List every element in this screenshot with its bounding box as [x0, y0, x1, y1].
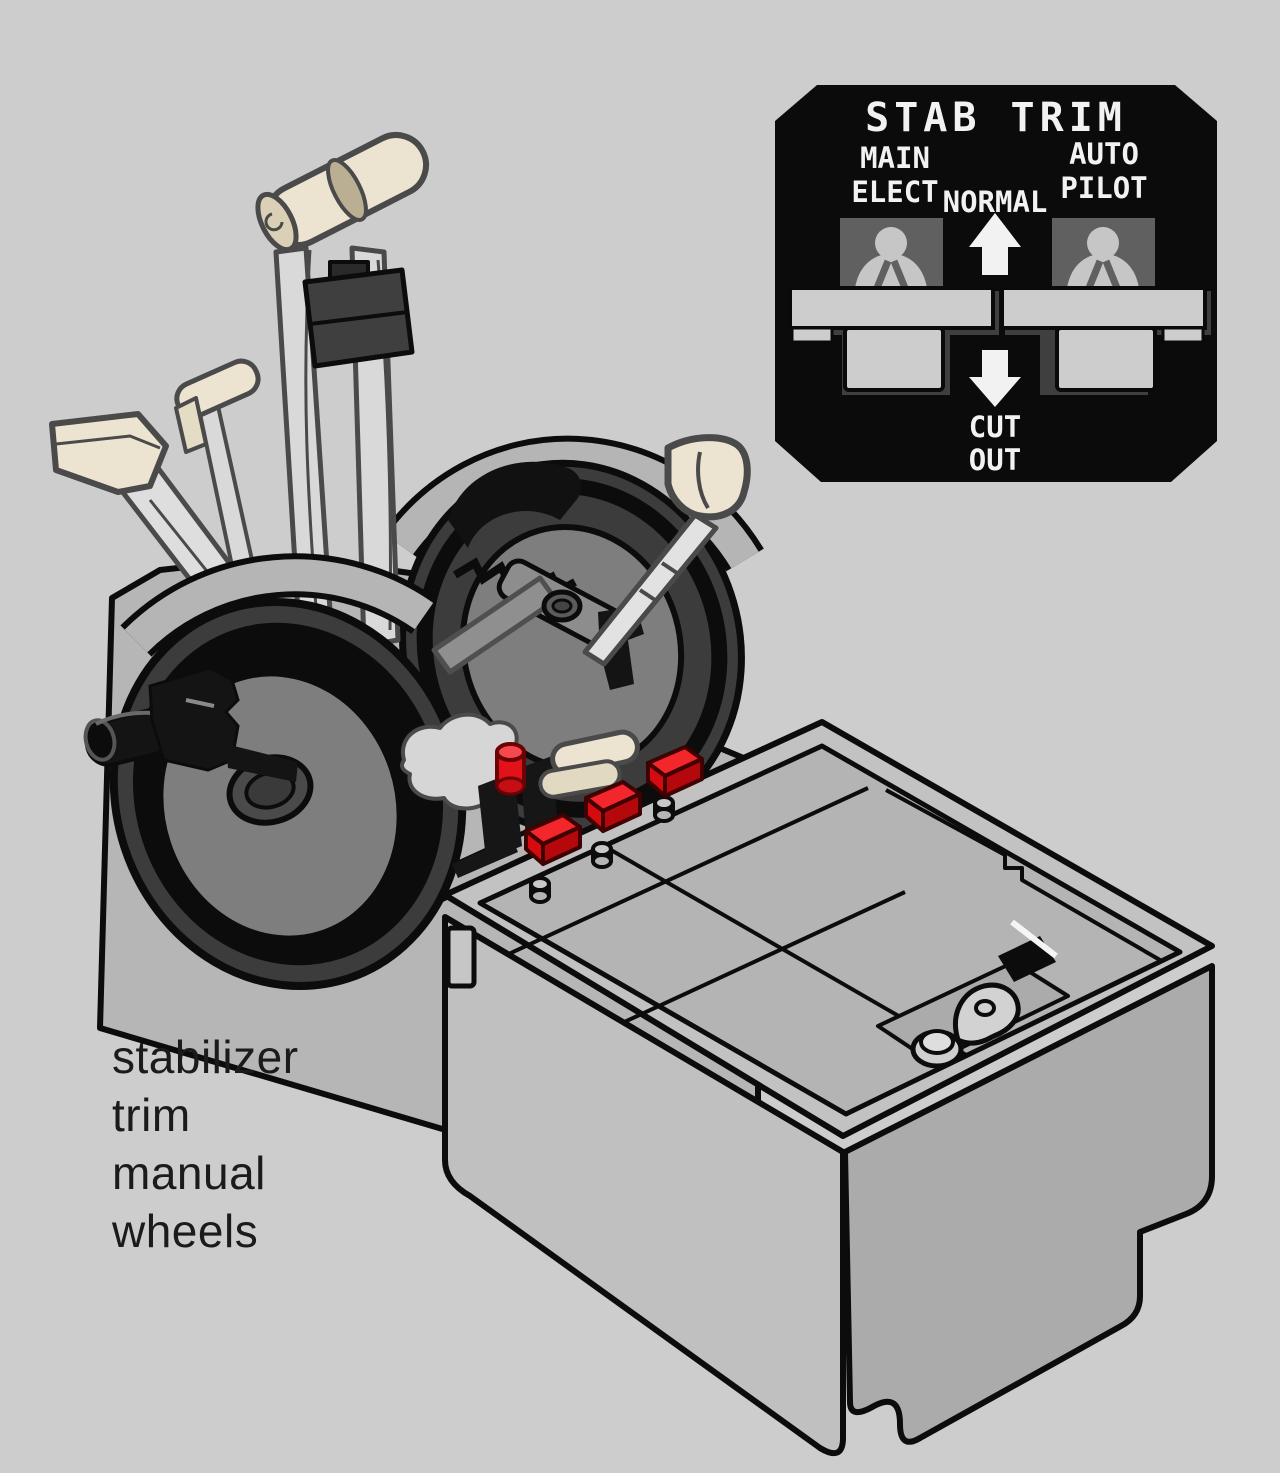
- main-elect-guard-tab: [843, 326, 945, 392]
- auto-pilot-switch-window: [1052, 218, 1155, 290]
- aft-panel-front-face: [442, 914, 846, 1457]
- thrust-lever-handle: [255, 132, 430, 253]
- normal-up-arrow-icon: [969, 213, 1021, 275]
- main-elect-guard-bar: [788, 286, 995, 330]
- stab-trim-cutout-switch-guard-2: [584, 780, 642, 833]
- normal-label: NORMAL: [942, 185, 1048, 219]
- auto-pilot-label: AUTO PILOT: [1060, 137, 1148, 205]
- switch-bust-icon: [875, 227, 907, 259]
- flap-lever-knob: [664, 434, 751, 521]
- switch-bust-icon: [1087, 227, 1119, 259]
- caption: stabilizer trim manual wheels: [112, 1028, 299, 1260]
- main-elect-switch-window: [840, 218, 943, 290]
- console-details: [400, 575, 644, 878]
- caption-line: trim: [112, 1089, 191, 1141]
- rear-wheel-folded-crank: [448, 461, 582, 548]
- cut-out-label: CUT OUT: [968, 410, 1022, 477]
- stab-trim-title: STAB TRIM: [865, 95, 1127, 141]
- aft-panel-right-face: [842, 963, 1215, 1445]
- caption-line: wheels: [112, 1205, 259, 1257]
- cutout-guard-bolt: [529, 795, 675, 904]
- switch-guard-covers: [788, 286, 1211, 395]
- red-post-cap: [495, 742, 526, 796]
- aft-electronics-panel: [442, 719, 1215, 1457]
- stab-trim-cutout-switch-guard-3: [646, 745, 704, 798]
- caption-line: manual: [112, 1147, 266, 1199]
- stab-trim-panel-graphics: [788, 213, 1211, 407]
- caption-line: stabilizer: [112, 1031, 299, 1083]
- front-wheel-fairing: [120, 553, 437, 657]
- main-elect-label: MAIN ELECT: [851, 141, 939, 209]
- auto-pilot-guard-tab: [1055, 326, 1157, 392]
- white-scribe-line: [1010, 919, 1058, 959]
- flap-lever: [582, 434, 751, 667]
- stab-trim-cutout-switch-guard-1: [524, 813, 582, 866]
- stab-trim-cutout-guards: [524, 745, 704, 904]
- stab-trim-panel-inset: STAB TRIM MAIN ELECT NORMAL AUTO PILOT C…: [775, 85, 1217, 482]
- cutout-down-arrow-icon: [969, 350, 1021, 407]
- speedbrake-handle: [49, 411, 169, 495]
- auto-pilot-guard-bar: [1000, 286, 1207, 330]
- trim-wheel-crank-handle: [83, 666, 298, 782]
